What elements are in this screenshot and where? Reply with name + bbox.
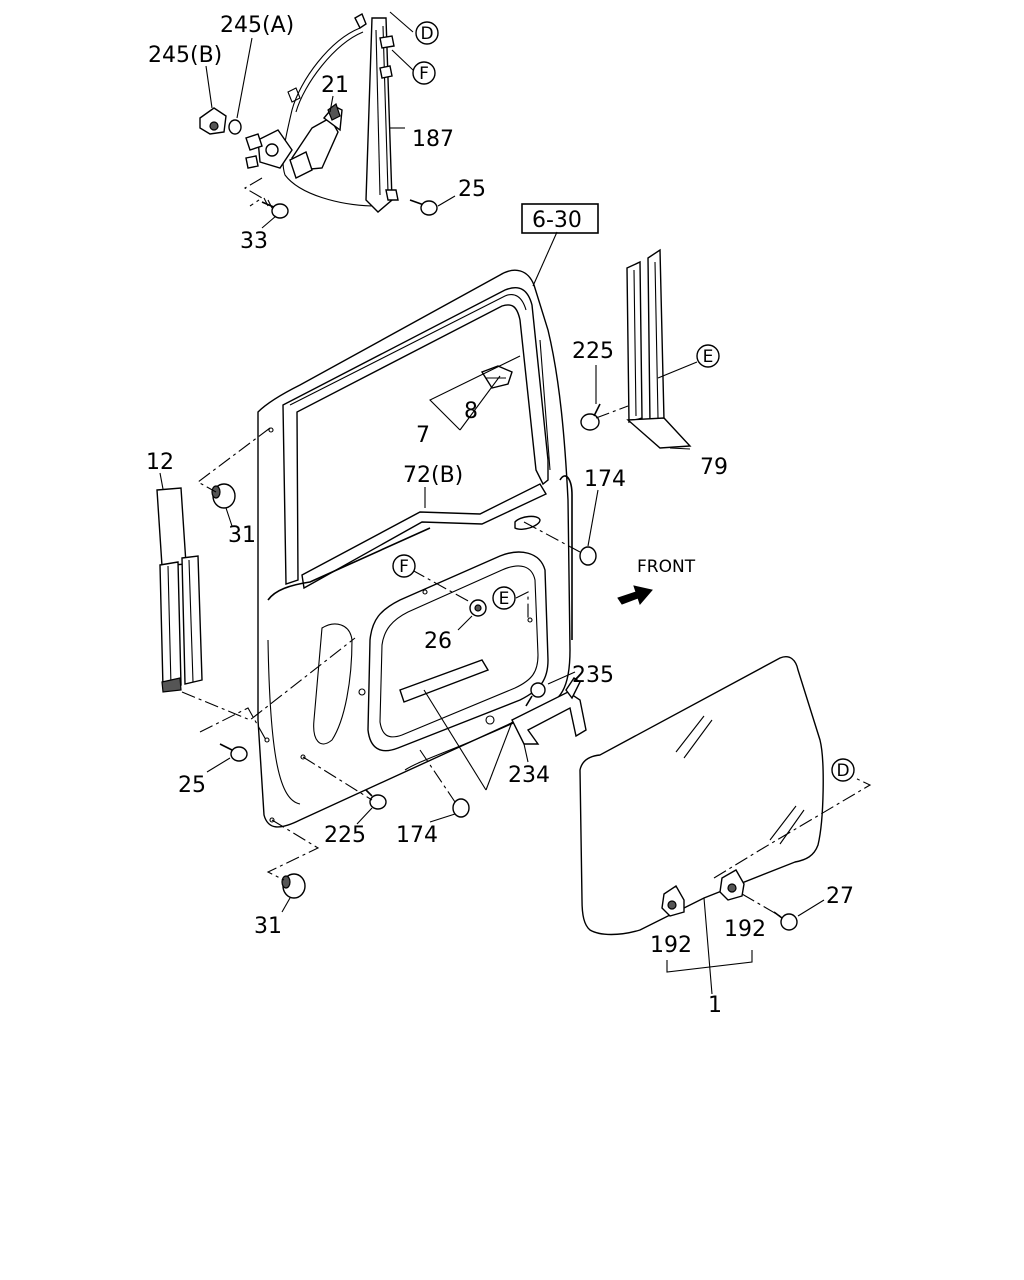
callout-f-mid: F [392, 554, 416, 578]
label-192-right: 192 [724, 917, 766, 942]
label-174-top: 174 [584, 467, 626, 492]
part-31-bumper-bottom [281, 873, 306, 899]
label-33: 33 [240, 229, 268, 254]
callout-d-glass: D [831, 758, 855, 782]
leader-d-top [389, 11, 414, 33]
part-192-glass-channel-left [661, 885, 685, 917]
part-245b-bracket [199, 107, 227, 135]
part-79-rear-channel [626, 248, 692, 449]
label-225-bottom: 225 [324, 823, 366, 848]
svg-text:F: F [399, 557, 409, 577]
part-225-bolt-top [580, 403, 601, 431]
svg-text:D: D [836, 761, 849, 781]
label-245b: 245(B) [148, 43, 222, 68]
front-arrow-icon [617, 585, 653, 605]
leader-33 [261, 215, 277, 229]
label-25-top: 25 [458, 177, 486, 202]
label-31-top: 31 [228, 523, 256, 548]
part-174-plug-bottom [452, 798, 470, 818]
part-1-door-glass [579, 656, 824, 936]
part-12-run-channel [156, 487, 203, 693]
part-25-bolt-top [409, 199, 438, 216]
leader-245b [205, 65, 213, 109]
label-1: 1 [708, 993, 722, 1018]
part-31-bumper-top [211, 483, 236, 509]
leader-lines [159, 231, 872, 995]
label-234: 234 [508, 763, 550, 788]
label-245a: 245(A) [220, 13, 294, 38]
label-26: 26 [424, 629, 452, 654]
label-79: 79 [700, 455, 728, 480]
label-192-left: 192 [650, 933, 692, 958]
callout-d-top: D [415, 21, 439, 45]
part-234-bracket [511, 677, 587, 745]
label-front: FRONT [637, 557, 696, 577]
label-235: 235 [572, 663, 614, 688]
leader-f-top [391, 49, 414, 71]
callout-e-mid: E [492, 586, 516, 610]
leader-21 [329, 95, 334, 113]
part-225-bolt-bottom [365, 789, 387, 810]
label-31-bottom: 31 [254, 914, 282, 939]
part-33-screw [261, 197, 289, 219]
label-25-mid: 25 [178, 773, 206, 798]
label-12: 12 [146, 450, 174, 475]
part-26-nut [469, 599, 487, 617]
callout-f-top: F [412, 61, 436, 85]
svg-text:D: D [420, 24, 433, 44]
label-21: 21 [321, 73, 349, 98]
svg-text:E: E [703, 347, 714, 367]
leader-33-dash [243, 177, 264, 207]
part-245a-nut [228, 119, 242, 135]
ref-box-6-30 [521, 203, 599, 234]
leader-25-top [437, 195, 456, 207]
label-225-top: 225 [572, 339, 614, 364]
label-7: 7 [416, 423, 430, 448]
part-235-bolt [525, 682, 546, 707]
part-174-plug-top [579, 546, 597, 566]
label-187: 187 [412, 127, 454, 152]
svg-text:E: E [499, 589, 510, 609]
label-174-bottom: 174 [396, 823, 438, 848]
part-192-glass-channel-right [719, 869, 745, 901]
svg-text:F: F [419, 64, 429, 84]
label-6-30: 6-30 [532, 208, 582, 233]
part-25-bolt-mid [219, 743, 248, 762]
window-regulator-assembly [245, 12, 399, 213]
callout-e-right: E [696, 344, 720, 368]
label-27: 27 [826, 884, 854, 909]
label-72b: 72(B) [403, 463, 463, 488]
leader-245a [236, 37, 253, 119]
label-8: 8 [464, 399, 478, 424]
part-27-bolt [773, 911, 798, 931]
